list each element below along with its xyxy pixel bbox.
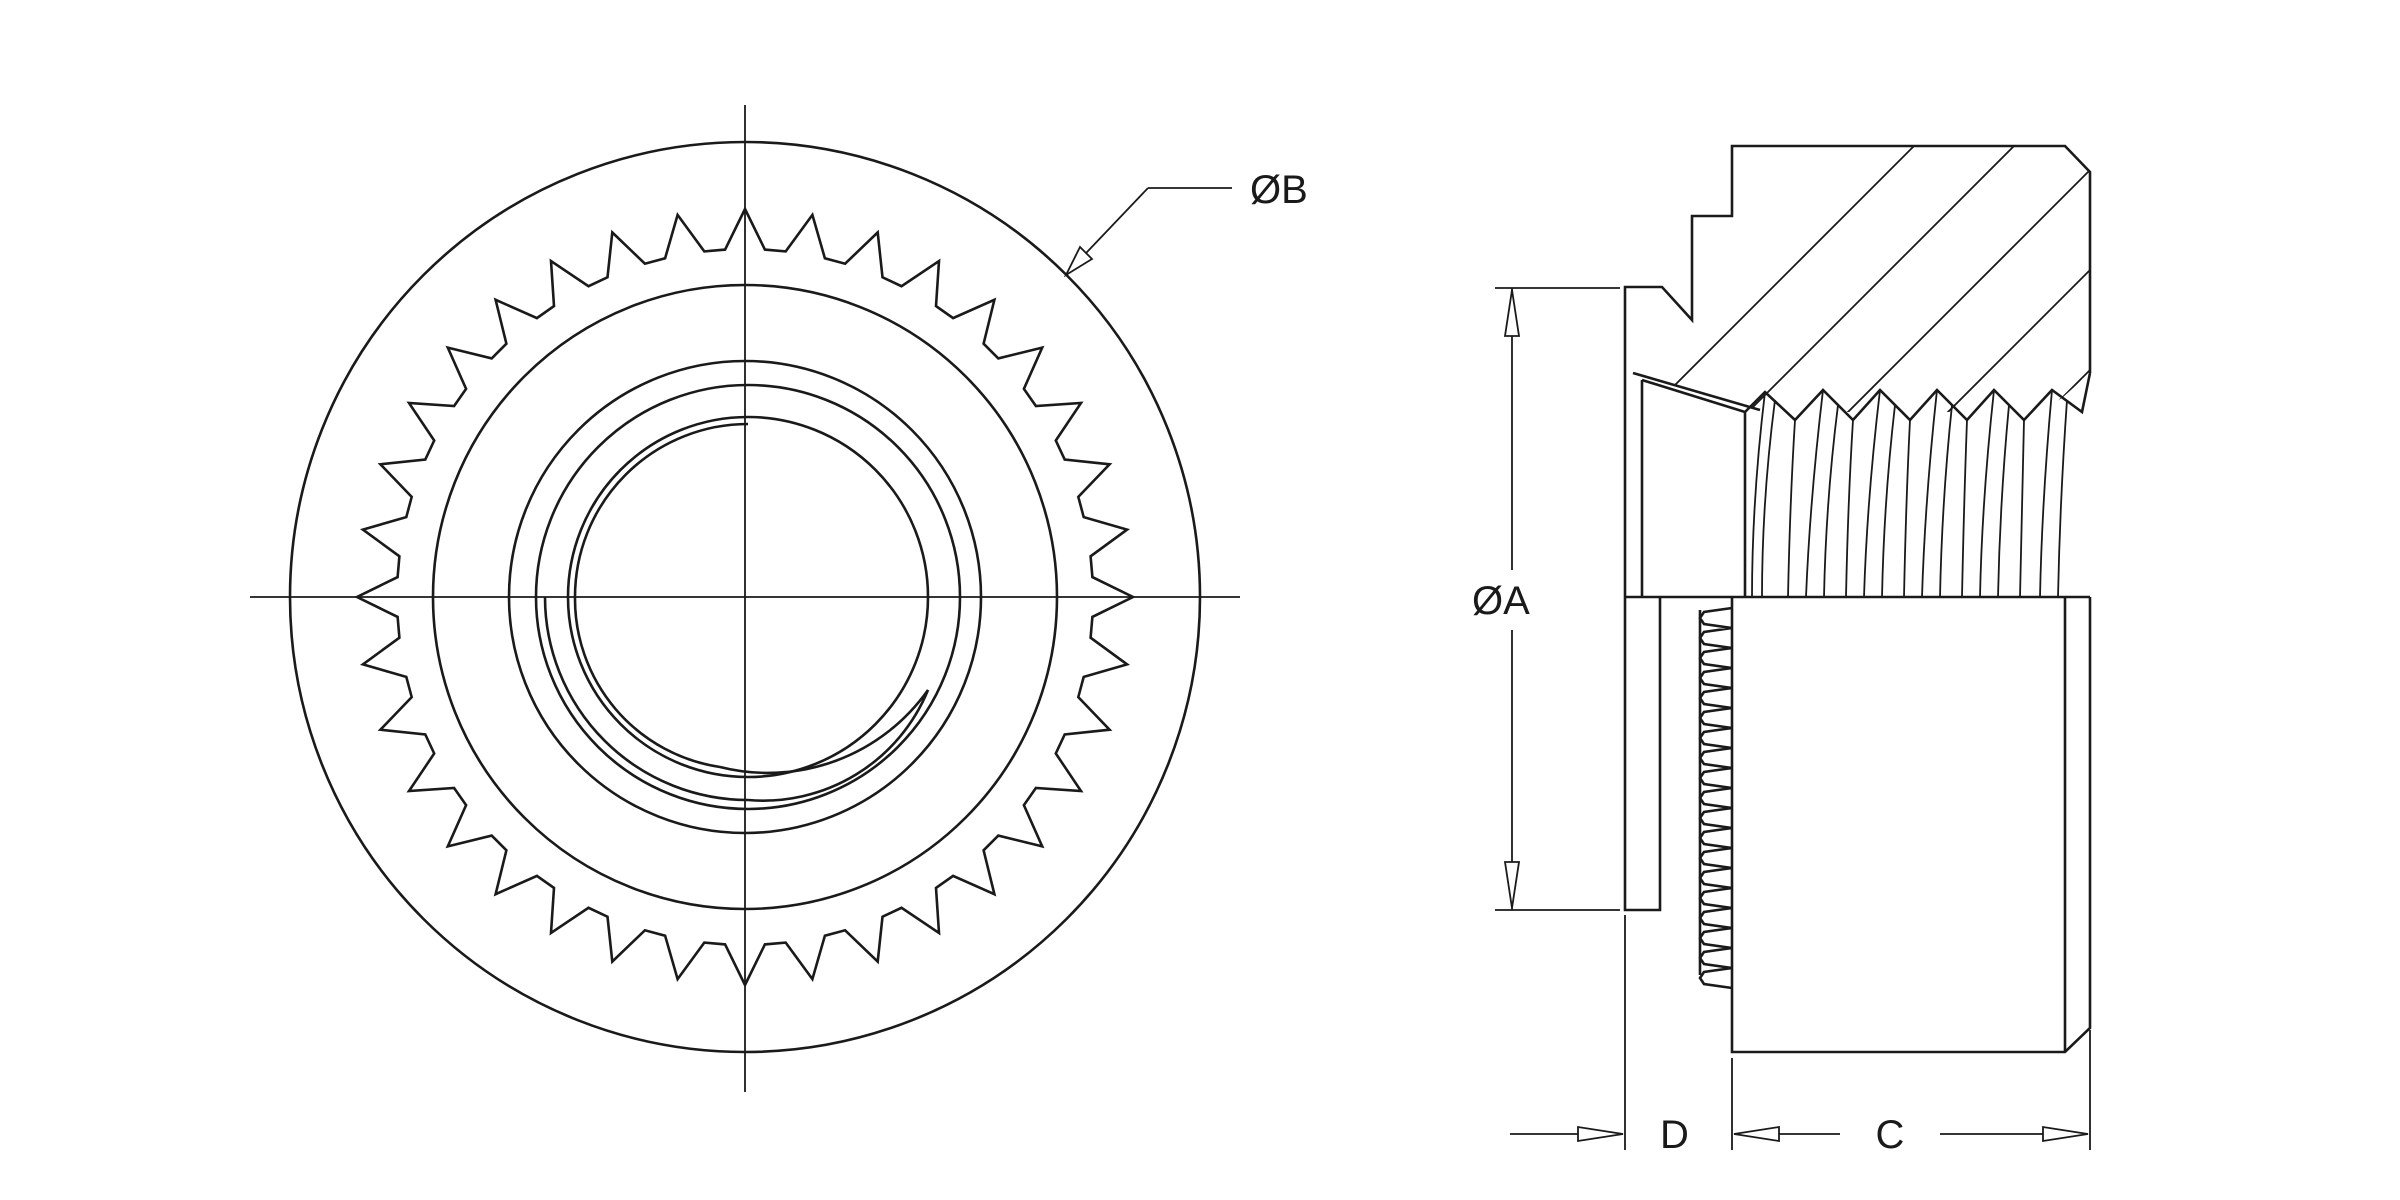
knurl-band [1698, 606, 1733, 990]
dim-d-label: D [1660, 1113, 1689, 1157]
dim-d-arrow-left [1577, 1125, 1624, 1143]
thread-spiral [543, 422, 930, 802]
section-hatching [1633, 146, 2090, 412]
dim-c-arrow-right [2042, 1125, 2089, 1143]
section-view: ØA D C [1472, 144, 2092, 1157]
head-underside-line [1632, 371, 1761, 412]
shank-lower [1730, 597, 2092, 1054]
section-profile-upper [1623, 144, 2092, 597]
dim-a-label: ØA [1472, 579, 1530, 623]
counterbore-bottom [1641, 378, 1746, 414]
dim-c-arrow-left [1733, 1125, 1780, 1143]
front-view: ØB [250, 105, 1308, 1092]
flange-lower [1623, 597, 1662, 912]
dim-a-arrow-bottom [1503, 861, 1521, 909]
dia-b-label: ØB [1250, 168, 1308, 212]
dim-c-label: C [1876, 1113, 1905, 1157]
dim-a-arrow-top [1503, 289, 1521, 337]
dia-b-arrowhead [1063, 245, 1094, 278]
thread-teeth-profile [1744, 372, 2092, 422]
thread-flank-lines [1751, 389, 2068, 598]
